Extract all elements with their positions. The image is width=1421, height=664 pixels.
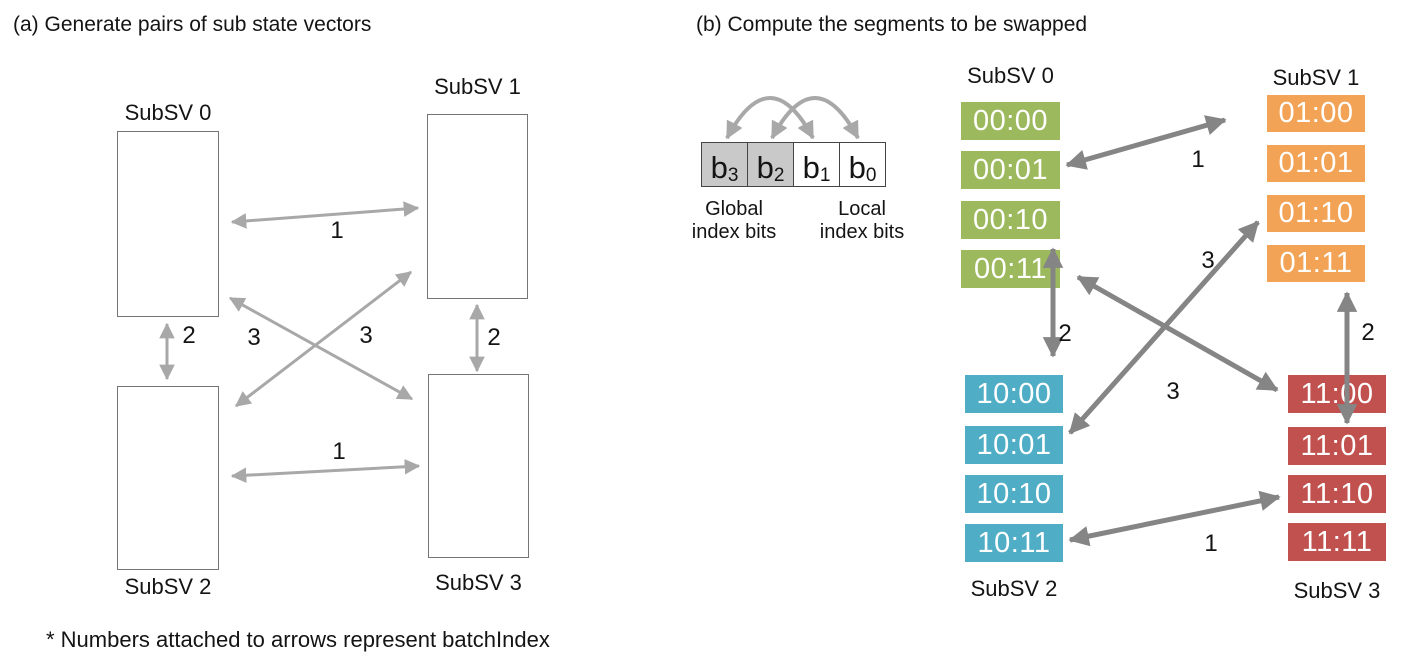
caption-local-index-bits: Local index bits [806,198,918,244]
arrow-batch3-sv1-sv2 [235,270,412,408]
subsv-label-2: SubSV 2 [124,574,212,599]
panel-a-title: (a) Generate pairs of sub state vectors [13,13,372,36]
bit-sub: 2 [773,165,785,186]
bit-swap-arc-b3-b1 [725,96,815,140]
segment-cell: 10:01 [965,426,1063,464]
column-header-subsv0: SubSV 0 [967,63,1054,88]
batch-index-label: 2 [1058,320,1072,347]
panel-b-title: (b) Compute the segments to be swapped [696,13,1088,36]
segment-cell: 01:01 [1267,145,1365,182]
caption-line: Local [838,198,886,220]
segment-cell: 01:10 [1267,195,1365,232]
segment-cell: 10:00 [965,375,1063,413]
arrow-batch1-top [230,201,420,229]
subsv-rect-2 [117,386,219,570]
arrow-batch3-1001-0110 [1068,220,1260,435]
subsv-label-1: SubSV 1 [434,74,521,99]
bit-base: b [848,150,866,185]
bit-sub: 3 [727,165,739,186]
arrow-batch1-1011-1110 [1068,490,1281,547]
bit-base: b [802,150,820,185]
footnote: * Numbers attached to arrows represent b… [46,627,550,652]
subsv-rect-1 [427,114,528,299]
segment-cell: 11:10 [1288,475,1386,513]
column-header-subsv2: SubSV 2 [970,576,1058,601]
batch-index-label: 1 [330,217,344,244]
subsv-rect-3 [428,374,529,558]
batch-index-label: 1 [1191,146,1205,173]
segment-cell: 01:11 [1267,245,1365,282]
batch-index-label: 2 [487,324,501,351]
batch-index-label: 2 [182,322,196,349]
bit-sub: 1 [819,165,831,186]
batch-index-label: 1 [1204,530,1218,557]
batch-index-label: 3 [1166,378,1180,405]
segment-cell: 11:01 [1288,427,1386,465]
column-header-subsv1: SubSV 1 [1272,65,1360,90]
segment-cell: 01:00 [1267,95,1365,132]
batch-index-label: 1 [332,438,346,465]
segment-cell: 10:11 [965,524,1063,562]
subsv-label-3: SubSV 3 [435,570,522,595]
bit-base: b [756,150,774,185]
batch-index-label: 2 [1361,319,1375,346]
bit-base: b [710,150,728,185]
segment-cell: 11:00 [1288,375,1386,413]
segment-cell: 00:10 [961,201,1060,239]
segment-cell: 10:10 [965,475,1063,513]
batch-index-label: 3 [247,324,261,351]
subsv-label-0: SubSV 0 [124,100,212,125]
bit-swap-arc-b2-b0 [770,96,860,140]
arrow-batch3-0011-1100 [1076,274,1279,393]
subsv-rect-0 [117,131,219,317]
segment-cell: 11:11 [1288,523,1386,561]
caption-line: index bits [691,221,777,243]
batch-index-label: 3 [359,322,373,349]
batch-index-label: 3 [1201,247,1215,274]
arrow-batch1-bottom [230,458,421,484]
caption-global-index-bits: Global index bits [684,198,784,244]
segment-cell: 00:00 [961,102,1060,140]
caption-line: Global [705,198,763,220]
segment-cell: 00:01 [961,151,1060,189]
caption-line: index bits [819,221,905,243]
bit-sub: 0 [865,165,877,186]
column-header-subsv3: SubSV 3 [1293,578,1381,603]
segment-cell: 00:11 [961,250,1060,288]
